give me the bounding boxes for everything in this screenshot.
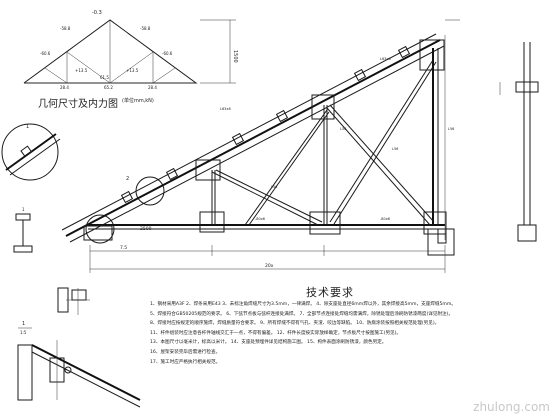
note-line: 13、本图尺寸以毫米计，标高以米计。 14、支座处预埋件详见结构施工图。 15、… <box>150 340 387 346</box>
svg-text:61.5: 61.5 <box>100 75 109 80</box>
svg-text:1: 1 <box>22 321 25 327</box>
gusset-2 <box>311 94 335 120</box>
top-chord <box>65 39 441 237</box>
svg-text:-80x6: -80x6 <box>380 217 390 221</box>
note-line: 8、焊接时应按规定的顺序施焊，焊缝质量符合要求。 9、所有焊缝不得有气孔、夹渣、… <box>150 321 440 327</box>
support-left <box>83 225 113 241</box>
note-line: 17、施工时应严格执行相关规范。 <box>150 359 221 365</box>
svg-text:1:5: 1:5 <box>20 330 27 335</box>
note-line: 5、焊接符合GB50205规范的要求。 6、下弦节点板与弦杆连接处满焊。 7、全… <box>150 311 454 317</box>
svg-text:L56: L56 <box>448 127 454 131</box>
gusset-bottom-mid <box>309 211 341 235</box>
note-line: 11、杆件组装时应注意各杆件轴线交汇于一点，不得有偏差。 12、杆件长度按实际放… <box>150 330 402 336</box>
svg-text:L56: L56 <box>392 147 398 151</box>
note-line: 1、钢材采用A3F 2、焊条采用E43 3、未标注角焊缝尺寸为3.5mm，一律满… <box>150 302 456 307</box>
svg-text:-0.3: -0.3 <box>92 10 102 16</box>
svg-text:1: 1 <box>26 124 29 130</box>
svg-text:-80x6: -80x6 <box>255 217 265 221</box>
svg-text:-60.6: -60.6 <box>40 51 51 56</box>
svg-text:1: 1 <box>22 207 25 212</box>
svg-text:L63x6: L63x6 <box>380 57 391 61</box>
svg-text:28.4: 28.4 <box>148 85 157 90</box>
geometry-diagram: -0.3 -58.8 -58.8 -60.6 -60.6 +13.5 +13.5… <box>23 10 238 90</box>
tech-requirements-title: 技术要求 <box>306 286 354 299</box>
note-line: 16、屋架安装完毕后需进行检查。 <box>150 349 221 355</box>
svg-text:L63x6: L63x6 <box>220 107 231 111</box>
svg-text:2: 2 <box>126 176 129 182</box>
section-small <box>57 287 90 315</box>
svg-text:L56: L56 <box>271 185 277 189</box>
right-section <box>499 42 539 242</box>
watermark: zhulong.com <box>473 400 550 414</box>
detail-circle-1 <box>1 123 59 181</box>
svg-text:20x: 20x <box>265 263 274 269</box>
svg-text:28.4: 28.4 <box>60 85 69 90</box>
bottom-detail: 1 1:5 <box>17 321 141 408</box>
tech-notes: 1、钢材采用A3F 2、焊条采用E43 3、未标注角焊缝尺寸为3.5mm，一律满… <box>150 300 530 367</box>
svg-text:+13.5: +13.5 <box>126 68 139 73</box>
svg-text:2500: 2500 <box>140 226 152 232</box>
svg-text:L56: L56 <box>340 127 346 131</box>
svg-text:65.2: 65.2 <box>104 85 113 90</box>
gusset-1 <box>195 159 221 181</box>
svg-text:1500: 1500 <box>232 50 238 63</box>
gusset-ridge <box>419 39 445 71</box>
svg-text:7.5: 7.5 <box>120 245 127 251</box>
dimension-lines: 7.5 20x 2500 <box>89 226 446 273</box>
geometry-subtitle: 几何尺寸及内力图 <box>38 99 118 110</box>
svg-text:-58.8: -58.8 <box>140 26 151 31</box>
main-truss: L56 L56 L56 L56 -80x6 -80x6 L63x6 L63x6 <box>61 19 460 256</box>
detail-circles: 1 2 1 <box>1 123 165 253</box>
geometry-subtitle-units: (单位mm,kN) <box>122 98 154 104</box>
svg-text:-58.8: -58.8 <box>60 26 71 31</box>
svg-text:+13.5: +13.5 <box>75 68 88 73</box>
svg-text:-60.6: -60.6 <box>162 51 173 56</box>
